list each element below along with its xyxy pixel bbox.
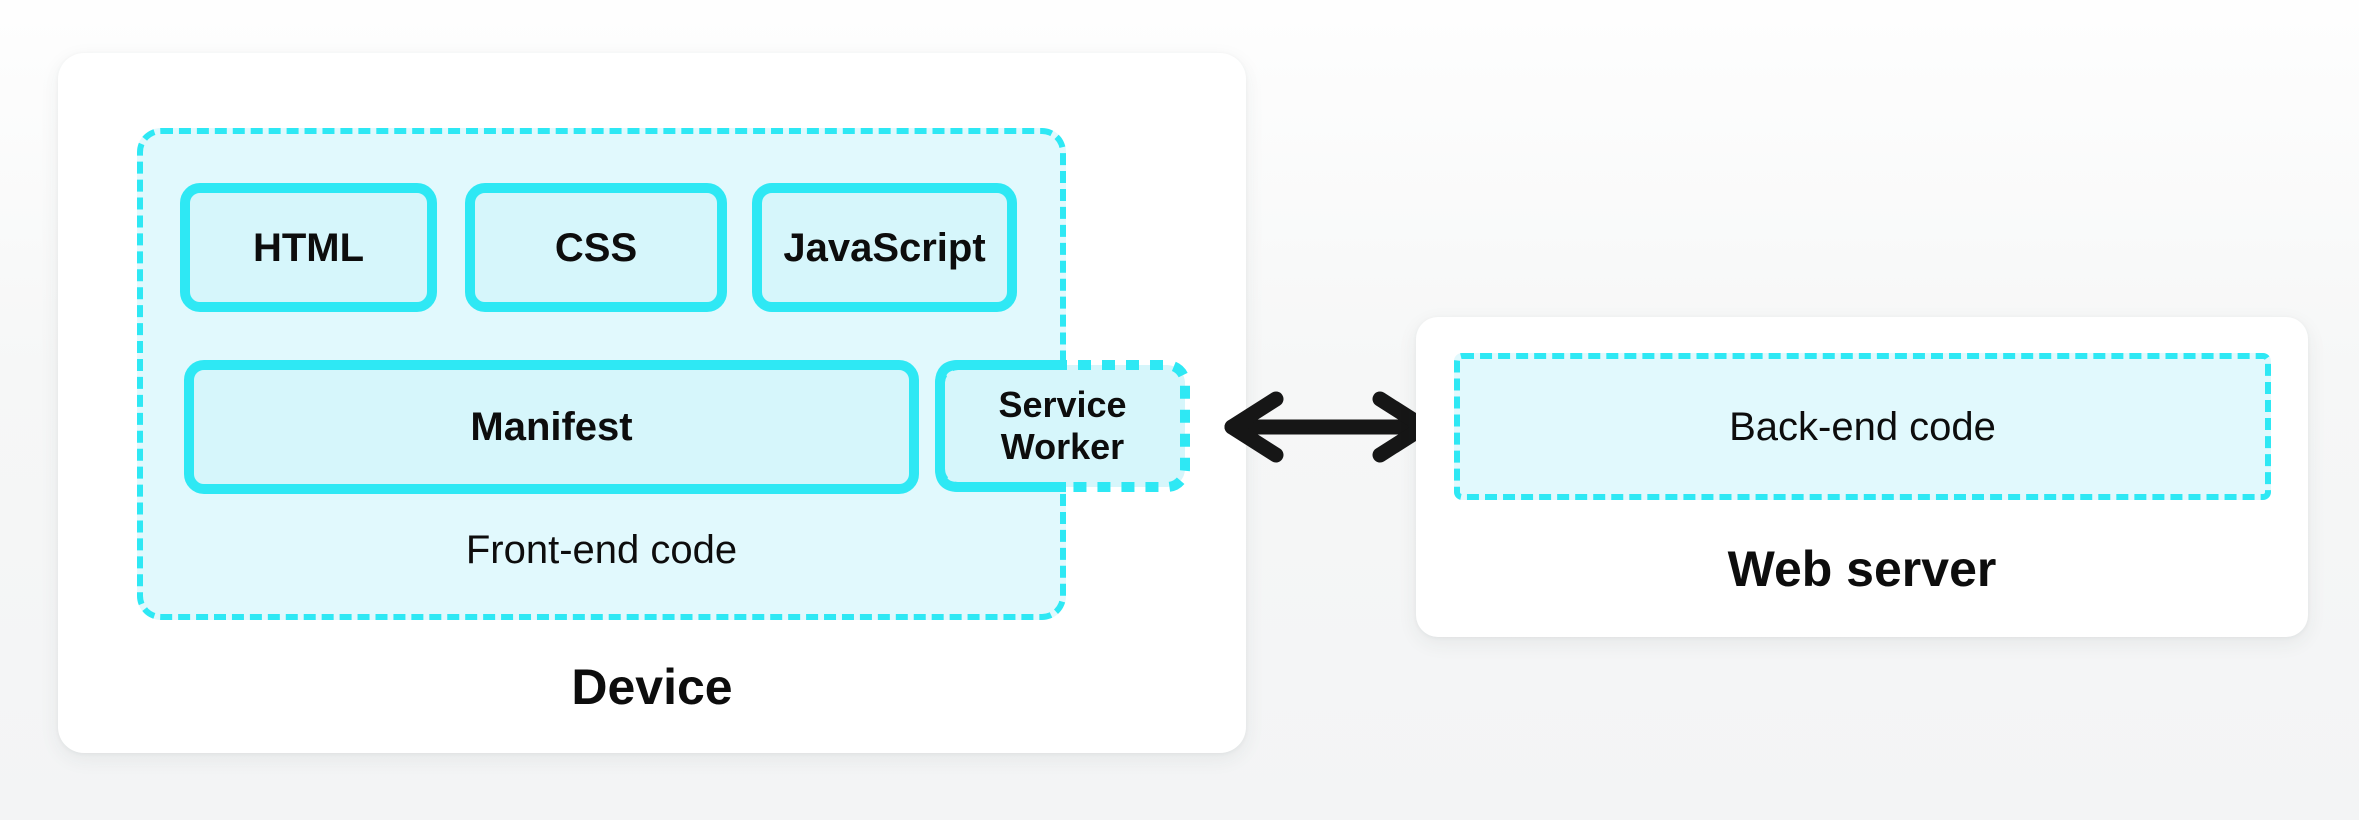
node-css-label: CSS	[554, 225, 638, 270]
device-card: HTML CSS JavaScript Manifest Service Wor…	[58, 53, 1246, 753]
node-service-worker: Service Worker	[935, 360, 1190, 492]
backend-code-caption: Back-end code	[1729, 404, 1996, 449]
device-title: Device	[571, 659, 733, 715]
node-service-worker-label: Service Worker	[998, 383, 1127, 467]
node-javascript-label: JavaScript	[783, 225, 986, 270]
node-html-label: HTML	[252, 225, 365, 270]
bidirectional-arrow-icon	[1224, 391, 1432, 463]
node-manifest: Manifest	[184, 360, 919, 494]
service-worker-border-icon	[935, 360, 1190, 492]
node-manifest-label: Manifest	[470, 405, 633, 449]
web-server-title: Web server	[1727, 541, 1997, 597]
node-html: HTML	[180, 183, 437, 312]
node-css: CSS	[465, 183, 727, 312]
web-server-card: Back-end code Web server	[1416, 317, 2308, 637]
frontend-code-caption: Front-end code	[465, 528, 738, 572]
backend-code-container: Back-end code	[1454, 353, 2271, 500]
frontend-code-container: HTML CSS JavaScript Manifest Service Wor…	[137, 128, 1190, 620]
node-javascript: JavaScript	[752, 183, 1017, 312]
